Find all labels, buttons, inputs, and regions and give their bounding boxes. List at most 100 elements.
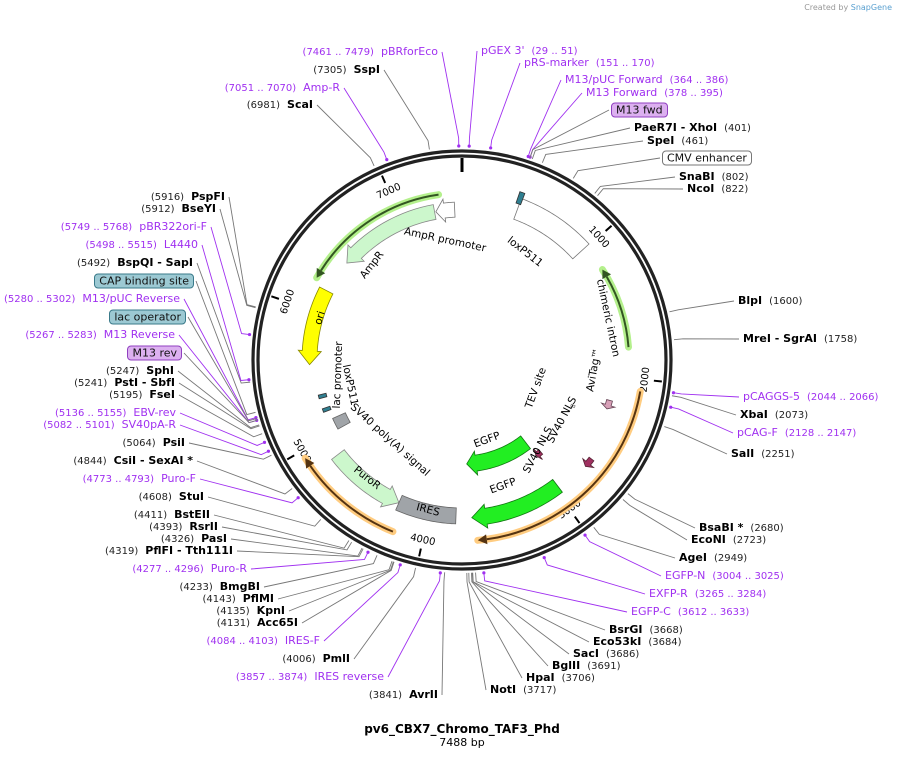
enzyme-site-label[interactable]: NcoI(822) (687, 182, 748, 196)
enzyme-site-label[interactable]: (5492)BspQI - SapI (77, 256, 193, 270)
enzyme-site-label[interactable]: HpaI(3706) (526, 671, 595, 685)
enzyme-name: SnaBI (679, 170, 715, 183)
enzyme-site-label[interactable]: (5241)PstI - SbfI (74, 376, 175, 390)
primer-label[interactable]: (5498 .. 5515)L4440 (85, 238, 198, 252)
enzyme-site-label[interactable]: NotI(3717) (490, 683, 556, 697)
enzyme-site-label[interactable]: (5912)BseYI (141, 202, 216, 216)
primer-label[interactable]: pCAGGS-5(2044 .. 2066) (743, 390, 878, 404)
feature-ires[interactable] (395, 494, 457, 525)
leader-line (593, 527, 676, 559)
enzyme-site-label[interactable]: (4844)CsiI - SexAI * (73, 454, 193, 468)
feature-loxp511[interactable] (321, 405, 332, 413)
primer-label[interactable]: (5136 .. 5155)EBV-rev (55, 406, 176, 420)
leader-line (387, 571, 441, 678)
feature-lac-promoter[interactable] (317, 392, 328, 400)
leader-line (263, 555, 378, 588)
enzyme-site-label[interactable]: (4319)PflFI - Tth111I (105, 544, 233, 558)
enzyme-site-label[interactable]: MreI - SgrAI(1758) (743, 332, 857, 346)
enzyme-site-label[interactable]: PaeR7I - XhoI(401) (634, 121, 751, 135)
enzyme-site-label[interactable]: (5247)SphI (106, 364, 174, 378)
feature-sv40-nls[interactable] (581, 456, 595, 469)
enzyme-site-label[interactable]: (7305)SspI (313, 63, 380, 77)
enzyme-name: BsaBI * (699, 521, 744, 534)
enzyme-site-label[interactable]: (4411)BstEII (134, 508, 210, 522)
feature-box-label[interactable]: M13 rev (127, 345, 182, 361)
enzyme-site-label[interactable]: (4131)Acc65I (217, 616, 298, 630)
primer-label[interactable]: (4773 .. 4793)Puro-F (83, 472, 196, 486)
feature-ampr[interactable] (346, 204, 437, 264)
enzyme-site-label[interactable]: (4006)PmlI (282, 652, 350, 666)
enzyme-site-label[interactable]: BlpI(1600) (738, 294, 802, 308)
primer-name: EGFP-N (665, 569, 706, 582)
primer-label[interactable]: (5280 .. 5302)M13/pUC Reverse (4, 292, 180, 306)
enzyme-name: PsiI (162, 436, 185, 449)
feature-avitag-[interactable] (600, 399, 617, 410)
primer-label[interactable]: M13/pUC Forward(364 .. 386) (565, 73, 728, 87)
enzyme-site-label[interactable]: (4233)BmgBI (180, 580, 260, 594)
enzyme-name: KpnI (256, 604, 285, 617)
feature-egfp[interactable] (471, 478, 563, 529)
enzyme-site-label[interactable]: (6981)ScaI (247, 98, 313, 112)
feature-box-label[interactable]: lac operator (109, 309, 186, 325)
enzyme-name: Eco53kI (593, 635, 642, 648)
enzyme-site-label[interactable]: (5064)PsiI (122, 436, 185, 450)
enzyme-site-label[interactable]: (3841)AvrII (369, 688, 438, 702)
enzyme-position: (4143) (202, 594, 236, 605)
primer-label[interactable]: pCAG-F(2128 .. 2147) (737, 426, 856, 440)
enzyme-site-label[interactable]: BsaBI *(2680) (699, 521, 784, 535)
primer-label[interactable]: EGFP-N(3004 .. 3025) (665, 569, 784, 583)
enzyme-site-label[interactable]: Eco53kI(3684) (593, 635, 682, 649)
enzyme-site-label[interactable]: BsrGI(3668) (609, 623, 683, 637)
enzyme-site-label[interactable]: (5195)FseI (109, 388, 175, 402)
enzyme-site-label[interactable]: (4393)RsrII (149, 520, 218, 534)
enzyme-site-label[interactable]: SnaBI(802) (679, 170, 749, 184)
enzyme-site-label[interactable]: SpeI(461) (647, 134, 708, 148)
enzyme-site-label[interactable]: (4326)PasI (161, 532, 227, 546)
primer-label[interactable]: (7051 .. 7070)Amp-R (225, 81, 340, 95)
feature-box-label[interactable]: CAP binding site (94, 273, 194, 289)
enzyme-position: (3706) (561, 673, 595, 684)
enzyme-site-label[interactable]: (4608)StuI (139, 490, 204, 504)
primer-label[interactable]: (5749 .. 5768)pBR322ori-F (61, 220, 207, 234)
enzyme-site-label[interactable]: SalI(2251) (731, 447, 794, 461)
enzyme-position: (822) (721, 184, 749, 195)
enzyme-position: (2723) (732, 535, 767, 546)
primer-label[interactable]: M13 Forward(378 .. 395) (586, 86, 723, 100)
plasmid-name: pv6_CBX7_Chromo_TAF3_Phd (364, 722, 560, 736)
enzyme-site-label[interactable]: SacI(3686) (573, 647, 639, 661)
primer-label[interactable]: (3857 .. 3874)IRES reverse (236, 670, 384, 684)
feature-egfp[interactable] (466, 435, 532, 477)
enzyme-site-label[interactable]: BglII(3691) (552, 659, 620, 673)
enzyme-site-label[interactable]: (4143)PflMI (202, 592, 274, 606)
feature-tev-site[interactable] (570, 403, 576, 409)
primer-label[interactable]: pGEX 3'(29 .. 51) (481, 44, 577, 58)
enzyme-position: (4319) (105, 546, 139, 557)
enzyme-site-label[interactable]: AgeI(2949) (679, 551, 747, 565)
feature-box-label[interactable]: M13 fwd (611, 102, 668, 118)
leader-line (529, 92, 583, 159)
enzyme-site-label[interactable]: XbaI(2073) (740, 408, 808, 422)
enzyme-site-label[interactable]: (5916)PspFI (151, 190, 225, 204)
enzyme-site-label[interactable]: (4135)KpnI (216, 604, 285, 618)
primer-label[interactable]: EGFP-C(3612 .. 3633) (631, 605, 749, 619)
feature-ori[interactable] (297, 286, 334, 366)
primer-label[interactable]: (5267 .. 5283)M13 Reverse (25, 328, 175, 342)
primer-label[interactable]: (4277 .. 4296)Puro-R (132, 562, 247, 576)
primer-label[interactable]: (5082 .. 5101)SV40pA-R (43, 418, 176, 432)
leader-line (288, 561, 394, 612)
primer-name: pRS-marker (524, 56, 589, 69)
feature-loxp511[interactable] (515, 191, 526, 206)
primer-label[interactable]: pRS-marker(151 .. 170) (524, 56, 655, 70)
feature-puror[interactable] (330, 449, 400, 508)
leader-line (353, 567, 416, 660)
primer-label[interactable]: (7461 .. 7479)pBRforEco (303, 45, 438, 59)
feature-cmv-enhancer[interactable] (513, 198, 590, 260)
feature-sv40-nls[interactable] (533, 448, 544, 460)
feature-ampr-promoter[interactable] (435, 197, 456, 224)
feature-box-label[interactable]: CMV enhancer (662, 150, 752, 166)
enzyme-site-label[interactable]: EcoNI(2723) (691, 533, 766, 547)
primer-label[interactable]: EXFP-R(3265 .. 3284) (649, 587, 766, 601)
primer-position: (5136 .. 5155) (55, 408, 127, 419)
primer-label[interactable]: (4084 .. 4103)IRES-F (206, 634, 320, 648)
feature-sv40-poly-a-signal[interactable] (332, 412, 351, 430)
